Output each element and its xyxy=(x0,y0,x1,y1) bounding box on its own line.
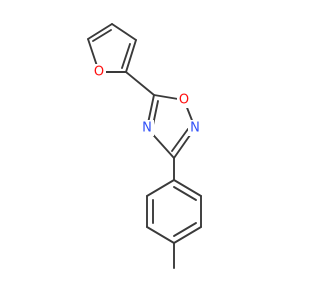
furan-oxygen-label: O xyxy=(94,65,104,80)
bond-benz-4-5 xyxy=(173,226,202,244)
bond-furan-c4-c5 xyxy=(125,39,137,73)
furan-ring xyxy=(87,23,137,73)
benzene-ring xyxy=(146,179,202,244)
bond-benz-4-5-inner xyxy=(173,222,197,237)
molecule-diagram: O O N N xyxy=(87,23,202,269)
bond-benz-6-1-inner xyxy=(173,186,197,201)
atom-furan-oxygen: O xyxy=(92,64,106,80)
ring-nitrogen-upper-label: N xyxy=(190,121,200,136)
bond-n2-c3-inner xyxy=(171,128,189,152)
bond-furan-c4-c5-inner xyxy=(121,43,131,69)
bond-benz-1-2 xyxy=(146,179,175,197)
bond-furan-c2-c3-inner xyxy=(92,29,112,42)
atom-ring-nitrogen-upper: N xyxy=(188,120,202,136)
atom-ring-oxygen: O xyxy=(177,92,191,108)
bond-furan-oxadiazole xyxy=(125,71,155,96)
bond-benz-3-4 xyxy=(146,226,175,244)
bond-furan-c3-c4 xyxy=(111,23,137,41)
bond-furan-c2-c3 xyxy=(87,23,113,40)
bond-benz-6-1 xyxy=(173,179,202,197)
ring-oxygen-label: O xyxy=(179,93,189,108)
ring-nitrogen-lower-label: N xyxy=(142,121,152,136)
atom-ring-nitrogen-lower: N xyxy=(140,120,154,136)
